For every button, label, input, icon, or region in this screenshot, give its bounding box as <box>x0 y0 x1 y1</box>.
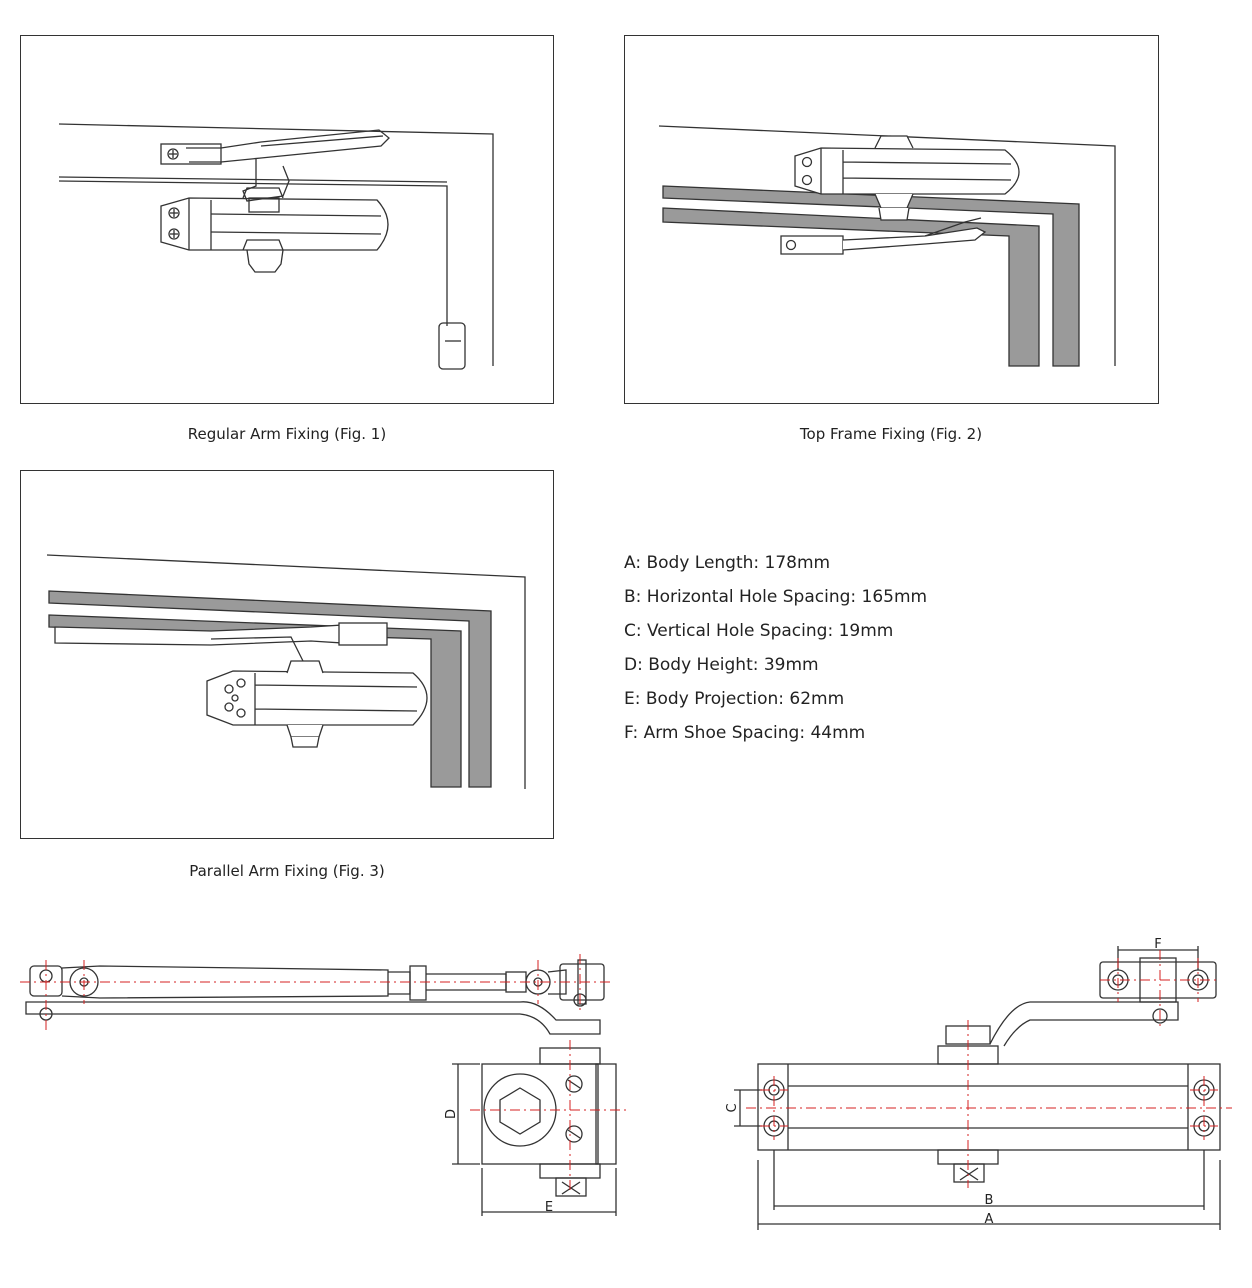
caption-fig2: Top Frame Fixing (Fig. 2) <box>799 425 983 443</box>
parallel-arm-drawing <box>46 554 526 789</box>
label-c: C <box>725 1103 740 1112</box>
spec-f: F: Arm Shoe Spacing: 44mm <box>624 723 866 743</box>
label-e: E <box>545 1200 553 1215</box>
side-view-drawing <box>25 959 617 1216</box>
top-view-drawing <box>734 946 1221 1230</box>
figure-parallel-arm <box>20 470 554 839</box>
label-d: D <box>444 1109 459 1119</box>
caption-fig3: Parallel Arm Fixing (Fig. 3) <box>189 862 385 880</box>
spec-e: E: Body Projection: 62mm <box>624 689 845 709</box>
spec-b: B: Horizontal Hole Spacing: 165mm <box>624 587 928 607</box>
label-b: B <box>985 1193 994 1208</box>
specifications-list: A: Body Length: 178mm B: Horizontal Hole… <box>624 550 927 754</box>
figure-top-frame <box>624 35 1159 404</box>
caption-fig1: Regular Arm Fixing (Fig. 1) <box>187 425 387 443</box>
spec-a: A: Body Length: 178mm <box>624 553 831 573</box>
spec-d: D: Body Height: 39mm <box>624 655 819 675</box>
figure-regular-arm <box>20 35 554 404</box>
label-f: F <box>1154 937 1161 952</box>
spec-c: C: Vertical Hole Spacing: 19mm <box>624 621 894 641</box>
top-frame-drawing <box>658 125 1116 367</box>
regular-arm-drawing <box>58 123 494 370</box>
technical-drawings: D E <box>20 937 1232 1230</box>
label-a: A <box>985 1212 994 1227</box>
